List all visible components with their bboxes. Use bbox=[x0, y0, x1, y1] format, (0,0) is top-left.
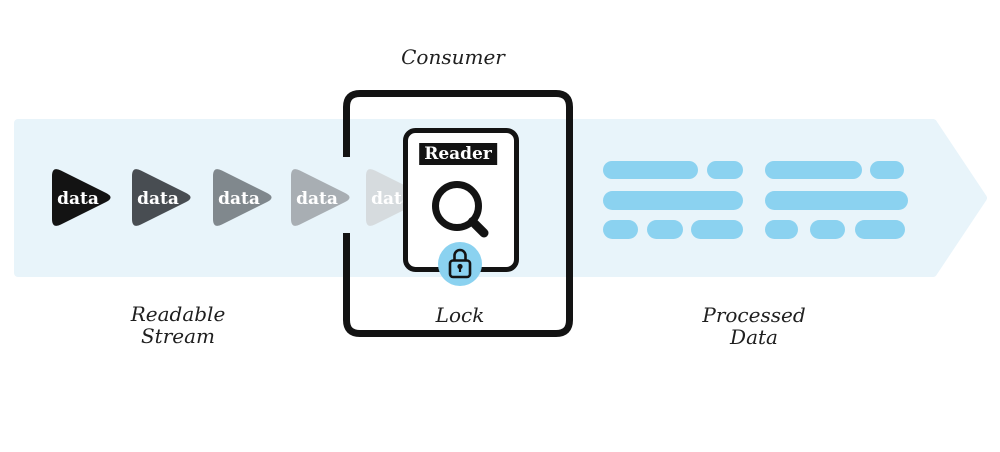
processed-data-label: Processed Data bbox=[702, 304, 805, 348]
lock-label: Lock bbox=[435, 303, 485, 327]
data-chunk-label: data bbox=[218, 189, 260, 209]
processed-data-group-1 bbox=[603, 161, 743, 239]
processed-data-pill bbox=[765, 220, 798, 239]
processed-data-pill bbox=[707, 161, 743, 179]
processed-data-pill bbox=[603, 191, 743, 210]
data-chunk-shape bbox=[52, 169, 111, 226]
data-chunk-shape bbox=[291, 169, 350, 226]
readable-stream-label-line1: Readable bbox=[130, 302, 226, 326]
processed-data-group-2 bbox=[765, 161, 908, 239]
data-chunk-1: data bbox=[52, 169, 111, 226]
processed-data-pill bbox=[603, 220, 638, 239]
data-chunk-shape bbox=[132, 169, 191, 226]
processed-data-pill bbox=[765, 161, 862, 179]
data-chunk-2: data bbox=[132, 169, 191, 226]
readable-stream-label: Readable Stream bbox=[131, 303, 226, 347]
processed-data-pill bbox=[691, 220, 743, 239]
reader-label: Reader bbox=[419, 143, 497, 165]
data-chunk-3: data bbox=[213, 169, 272, 226]
readable-stream-label-line2: Stream bbox=[140, 324, 216, 348]
lock-icon bbox=[448, 248, 472, 279]
processed-data-pill bbox=[765, 191, 908, 210]
processed-data-pill bbox=[855, 220, 905, 239]
data-chunk-label: data bbox=[371, 189, 413, 209]
lock-keyhole bbox=[457, 263, 463, 272]
data-chunk-4: data bbox=[291, 169, 350, 226]
data-chunk-label: data bbox=[137, 189, 179, 209]
data-chunk-5: data bbox=[366, 169, 425, 226]
processed-data-label-line1: Processed bbox=[702, 303, 806, 327]
processed-data-label-line2: Data bbox=[730, 325, 778, 349]
processed-data-pill bbox=[810, 220, 845, 239]
consumer-label: Consumer bbox=[401, 45, 505, 69]
data-chunk-label: data bbox=[296, 189, 338, 209]
data-chunk-shape bbox=[213, 169, 272, 226]
processed-data-pill bbox=[647, 220, 683, 239]
consumer-box bbox=[343, 90, 573, 337]
data-chunk-label: data bbox=[57, 189, 99, 209]
data-chunk-shape bbox=[366, 169, 425, 226]
processed-data-pill bbox=[870, 161, 904, 179]
search-icon bbox=[432, 181, 489, 238]
processed-data-pill bbox=[603, 161, 698, 179]
